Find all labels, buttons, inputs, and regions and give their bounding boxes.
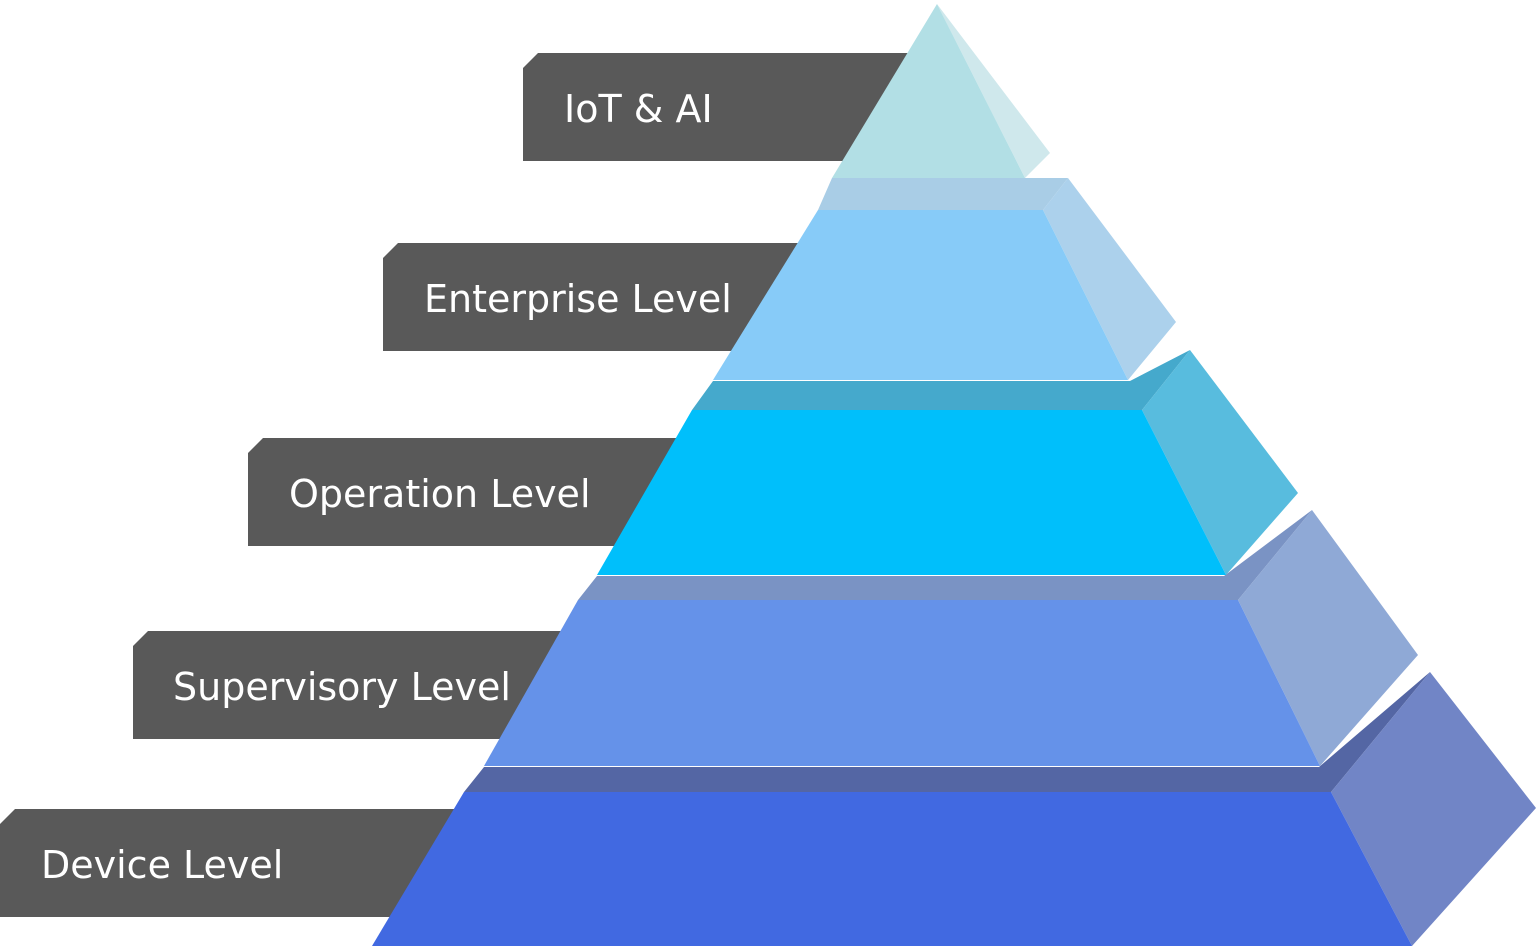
- tier-enterprise-level-front-face: [713, 210, 1128, 380]
- tier-supervisory-level-side-face: [1238, 510, 1418, 766]
- tier-device-level-front-face: [372, 792, 1412, 946]
- tier-iot-ai-front-face: [832, 4, 1025, 178]
- tier-operation-level-side-face: [1142, 350, 1298, 575]
- tier-operation-level: [597, 350, 1298, 575]
- tier-operation-level-top-face: [692, 350, 1190, 410]
- tier-enterprise-level: [713, 178, 1176, 380]
- tier-supervisory-level-front-face: [484, 600, 1320, 766]
- label-texts: IoT & AI Enterprise Level Operation Leve…: [41, 87, 732, 887]
- label-supervisory-level: Supervisory Level: [173, 665, 511, 709]
- tier-supervisory-level: [484, 510, 1418, 766]
- tier-supervisory-level-top-face: [578, 510, 1312, 600]
- label-boxes: [0, 53, 920, 917]
- label-operation-level: Operation Level: [289, 472, 591, 516]
- tier-device-level-top-face: [464, 672, 1430, 792]
- tier-enterprise-level-top-face: [818, 178, 1068, 210]
- tier-iot-ai: [832, 4, 1050, 178]
- label-box-enterprise-level: [383, 243, 810, 351]
- tier-device-level-side-face: [1331, 672, 1536, 946]
- tier-device-level: [372, 672, 1536, 946]
- label-device-level: Device Level: [41, 843, 283, 887]
- label-box-device-level: [0, 809, 470, 917]
- tier-operation-level-front-face: [597, 410, 1226, 575]
- tier-iot-ai-side-face: [937, 4, 1050, 178]
- tier-enterprise-level-side-face: [1043, 178, 1176, 380]
- label-iot-ai: IoT & AI: [564, 87, 713, 131]
- label-box-supervisory-level: [133, 631, 580, 739]
- label-box-operation-level: [248, 438, 690, 546]
- label-box-iot-ai: [523, 53, 920, 161]
- label-enterprise-level: Enterprise Level: [424, 277, 732, 321]
